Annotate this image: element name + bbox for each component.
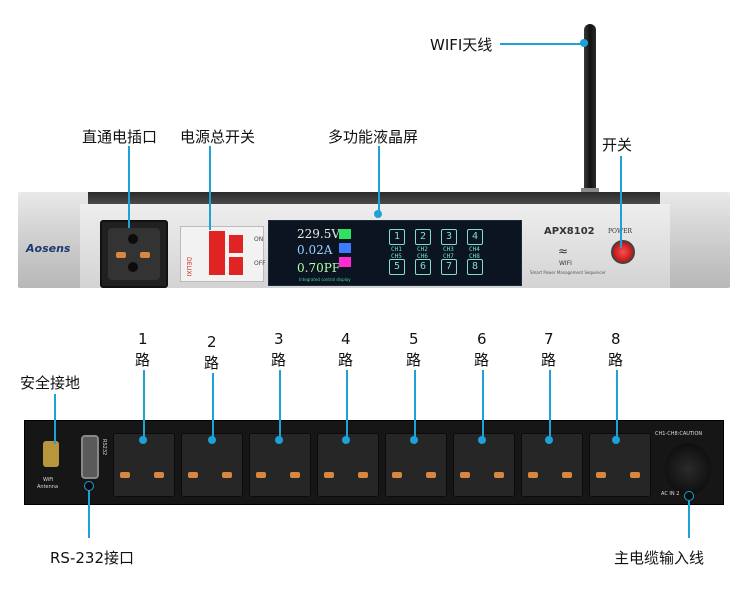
breaker-handle[interactable] — [209, 231, 225, 275]
callout-rs232-line — [88, 486, 90, 538]
touch-key-8[interactable]: 8 — [467, 259, 483, 275]
touch-key-3[interactable]: 3 — [441, 229, 457, 245]
rear-socket-6 — [453, 433, 515, 497]
breaker-off-label: OFF — [254, 260, 266, 267]
touch-label-ch2: CH2 — [417, 246, 428, 253]
rear-socket-4 — [317, 433, 379, 497]
wifi-label: WIFI — [559, 260, 572, 267]
callout-safety-ground: 安全接地 — [20, 374, 81, 392]
breaker-brand: DELIXI — [185, 257, 192, 277]
main-power-cable — [665, 443, 711, 495]
callout-cable-dot — [684, 491, 694, 501]
callout-lcd: 多功能液晶屏 — [328, 128, 419, 146]
rear-socket-2 — [181, 433, 243, 497]
rear-socket-8 — [589, 433, 651, 497]
callout-rs232: RS-232接口 — [50, 549, 134, 567]
direct-socket — [100, 220, 168, 288]
channel-num-6: 6 — [477, 330, 487, 348]
ac-in-label: AC IN 2 — [661, 491, 680, 497]
touch-key-5[interactable]: 5 — [389, 259, 405, 275]
channel-num-1: 1 — [138, 330, 148, 348]
callout-switch-line — [209, 146, 211, 230]
touch-label-ch4: CH4 — [469, 246, 480, 253]
channel-label-2: 路 — [204, 354, 220, 372]
callout-main-switch: 电源总开关 — [180, 128, 256, 146]
main-power-breaker[interactable]: DELIXI — [180, 226, 264, 282]
right-rack-ear — [660, 192, 730, 288]
touch-label-ch3: CH3 — [443, 246, 454, 253]
callout-lcd-dot — [374, 210, 382, 218]
touch-key-4[interactable]: 4 — [467, 229, 483, 245]
callout-power-line — [620, 156, 622, 248]
lcd-power-factor: 0.70PF — [297, 261, 341, 275]
channel-label-4: 路 — [338, 351, 354, 369]
channel-label-1: 路 — [135, 351, 151, 369]
rear-panel: WiFi Antenna RS232 CH1-CH8:CAUTION AC IN… — [24, 420, 724, 505]
caution-label: CH1-CH8:CAUTION — [655, 431, 703, 437]
channel-num-5: 5 — [409, 330, 419, 348]
channel-num-3: 3 — [274, 330, 284, 348]
touch-label-ch6: CH6 — [417, 253, 428, 260]
model-label: APX8102 — [544, 226, 595, 237]
callout-lcd-line — [378, 146, 380, 212]
callout-main-cable: 主电缆输入线 — [614, 549, 705, 567]
channel-label-5: 路 — [406, 351, 422, 369]
channel-label-6: 路 — [474, 351, 490, 369]
touch-key-1[interactable]: 1 — [389, 229, 405, 245]
brand-logo: Aosens — [26, 242, 71, 255]
rs232-label: RS232 — [101, 439, 107, 456]
multi-function-lcd: 229.5V 0.02A 0.70PF Integrated control d… — [268, 220, 522, 286]
callout-wifi-dot — [580, 39, 588, 47]
wifi-antenna — [584, 24, 596, 194]
channel-num-8: 8 — [611, 330, 621, 348]
antenna-connector — [43, 441, 59, 467]
front-panel: Aosens DELIXI ON OFF 229.5V 0.02A 0.70PF… — [18, 24, 730, 288]
antenna-label-2: Antenna — [37, 484, 59, 490]
callout-rs232-dot — [84, 481, 94, 491]
touch-label-ch1: CH1 — [391, 246, 402, 253]
touch-label-ch8: CH8 — [469, 253, 480, 260]
lcd-footer: Integrated control display — [299, 277, 351, 282]
callout-cable-line — [688, 496, 690, 538]
callout-switch: 开关 — [602, 136, 633, 154]
sub-label: Smart Power Management Sequencer — [530, 270, 606, 275]
callout-direct-socket: 直通电插口 — [82, 128, 158, 146]
wifi-icon: ≈ — [558, 244, 569, 258]
touch-key-7[interactable]: 7 — [441, 259, 457, 275]
channel-num-4: 4 — [341, 330, 351, 348]
callout-socket-line — [128, 146, 130, 228]
rs232-port — [81, 435, 99, 479]
touch-key-2[interactable]: 2 — [415, 229, 431, 245]
lcd-voltage: 229.5V — [297, 227, 341, 241]
power-button[interactable] — [611, 240, 635, 264]
channel-num-7: 7 — [544, 330, 554, 348]
callout-wifi-line — [500, 43, 584, 45]
callout-ground-line — [54, 394, 56, 444]
left-rack-ear — [18, 192, 88, 288]
touch-key-6[interactable]: 6 — [415, 259, 431, 275]
touch-label-ch5: CH5 — [391, 253, 402, 260]
channel-label-8: 路 — [608, 351, 624, 369]
lcd-current: 0.02A — [297, 243, 333, 257]
rear-socket-5 — [385, 433, 447, 497]
callout-wifi-antenna: WIFI天线 — [430, 36, 493, 54]
touch-label-ch7: CH7 — [443, 253, 454, 260]
rear-socket-7 — [521, 433, 583, 497]
rear-socket-3 — [249, 433, 311, 497]
antenna-label-1: WiFi — [43, 477, 54, 483]
channel-label-3: 路 — [271, 351, 287, 369]
channel-label-7: 路 — [541, 351, 557, 369]
breaker-on-label: ON — [254, 236, 264, 243]
channel-num-2: 2 — [207, 333, 217, 351]
